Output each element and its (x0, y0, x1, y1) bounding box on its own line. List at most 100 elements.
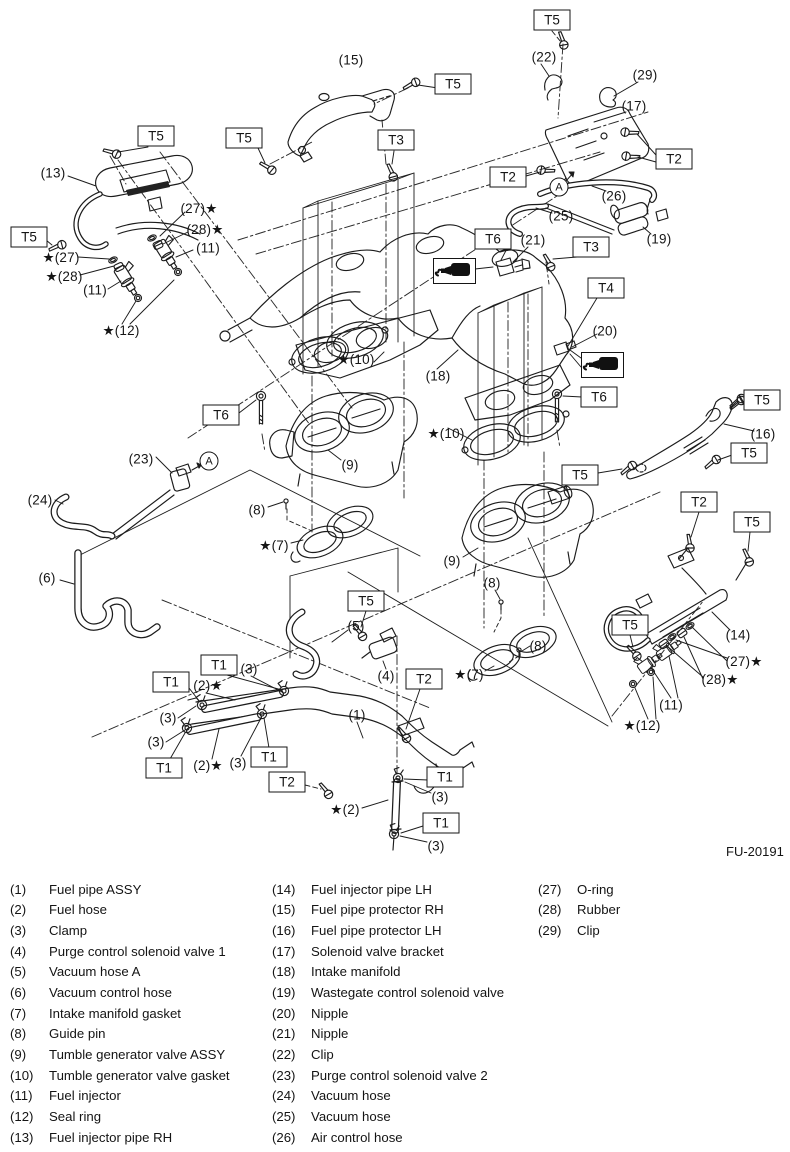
legend-item: (5)Vacuum hose A (10, 962, 230, 983)
legend-item: (8)Guide pin (10, 1023, 230, 1044)
part-callout: (6) (38, 570, 56, 586)
legend-item: (22)Clip (272, 1044, 504, 1065)
torque-spec-label: T1 (250, 746, 288, 768)
torque-spec-label: T3 (572, 236, 610, 258)
part-callout: ★(10) (337, 352, 375, 367)
legend-item: (20)Nipple (272, 1003, 504, 1024)
legend-item-label: Tumble generator valve gasket (49, 1067, 230, 1083)
legend-item-label: Clip (311, 1046, 334, 1062)
part-callout: ★(12) (623, 718, 661, 733)
legend-item-label: Fuel pipe ASSY (49, 881, 142, 897)
part-callout: (27)★ (725, 654, 763, 669)
legend-item-number: (5) (10, 964, 27, 980)
legend-item-label: Fuel injector pipe LH (311, 881, 432, 897)
legend-item: (17)Solenoid valve bracket (272, 941, 504, 962)
part-callout: (2)★ (193, 678, 223, 693)
legend-item: (16)Fuel pipe protector LH (272, 920, 504, 941)
legend-item-label: Tumble generator valve ASSY (49, 1046, 226, 1062)
torque-spec-label: T5 (434, 73, 472, 95)
part-callout: (25) (548, 208, 574, 224)
detail-marker-a: A (549, 177, 569, 197)
legend-item: (7) Intake manifold gasket (10, 1003, 230, 1024)
legend-item-label: Seal ring (49, 1108, 102, 1124)
legend-item-label: Clamp (49, 923, 88, 939)
torque-spec-label: T5 (137, 125, 175, 147)
part-callout: ★(10) (427, 426, 465, 441)
part-callout: (24) (27, 492, 53, 508)
grease-tube-icon (582, 357, 618, 371)
legend-item-number: (15) (272, 902, 296, 918)
legend-item-label: Fuel hose (49, 902, 107, 918)
legend-item-label: Nipple (311, 1026, 349, 1042)
torque-spec-label: T2 (489, 166, 527, 188)
part-callout: (3) (240, 661, 258, 677)
legend-item: (6)Vacuum control hose (10, 982, 230, 1003)
legend-item-number: (9) (10, 1046, 27, 1062)
part-callout: (3) (427, 838, 445, 854)
part-callout: (28)★ (701, 672, 739, 687)
legend-item-label: Vacuum hose (311, 1088, 391, 1104)
grease-application-icon (433, 258, 476, 284)
legend-item-label: Guide pin (49, 1026, 106, 1042)
torque-spec-label: T2 (405, 668, 443, 690)
part-callout: (9) (341, 457, 359, 473)
legend-item: (10) Tumble generator valve gasket (10, 1065, 230, 1086)
part-callout: ★(27) (42, 250, 80, 265)
legend-item: (11)Fuel injector (10, 1085, 230, 1106)
torque-spec-label: T5 (743, 389, 781, 411)
part-callout: (13) (40, 165, 66, 181)
legend-item-label: Vacuum hose (311, 1108, 391, 1124)
legend-item-number: (27) (538, 881, 562, 897)
legend-item-label: Rubber (577, 902, 621, 918)
part-callout: (19) (646, 231, 672, 247)
torque-spec-label: T1 (422, 812, 460, 834)
legend-item-number: (14) (272, 881, 296, 897)
legend-item: (9) Tumble generator valve ASSY (10, 1044, 230, 1065)
part-callout: (11) (83, 282, 107, 298)
legend-item: (29)Clip (538, 920, 620, 941)
torque-spec-label: T6 (202, 404, 240, 426)
legend-item-number: (2) (10, 902, 27, 918)
legend-item-number: (25) (272, 1108, 296, 1124)
legend-item-number: (23) (272, 1067, 296, 1083)
torque-spec-label: T1 (145, 757, 183, 779)
part-callout: (29) (632, 67, 658, 83)
legend-item-label: Fuel pipe protector RH (311, 902, 444, 918)
part-callout: (8) (248, 502, 266, 518)
part-callout: (8) (483, 575, 501, 591)
part-callout: (18) (425, 368, 451, 384)
part-callout: (4) (377, 668, 395, 684)
legend-item-number: (16) (272, 923, 296, 939)
legend-column: (14) Fuel injector pipe LH (15) Fuel pipe p… (272, 879, 504, 1147)
legend-item: (3)Clamp (10, 920, 230, 941)
part-callout: (3) (431, 789, 449, 805)
legend-item-label: O-ring (577, 881, 614, 897)
part-callout: ★(7) (454, 667, 484, 682)
legend-item-number: (24) (272, 1088, 296, 1104)
legend-item-number: (1) (10, 881, 27, 897)
legend-item: (21) Nipple (272, 1023, 504, 1044)
torque-spec-label: T2 (680, 491, 718, 513)
legend-item: (12)Seal ring (10, 1106, 230, 1127)
part-callout: (14) (725, 627, 751, 643)
part-callout: (5) (347, 618, 365, 634)
legend-item-label: Air control hose (311, 1129, 403, 1145)
part-callout: ★(7) (259, 538, 289, 553)
torque-spec-label: T6 (474, 228, 512, 250)
figure-id: FU-20191 (726, 844, 784, 859)
torque-spec-label: T5 (347, 590, 385, 612)
legend-item-number: (7) (10, 1005, 27, 1021)
part-callout: ★(12) (102, 323, 140, 338)
legend-item-label: Intake manifold gasket (49, 1005, 181, 1021)
legend-item-label: Purge control solenoid valve 2 (311, 1067, 488, 1083)
diagram-artwork (45, 30, 756, 851)
torque-spec-label: T6 (580, 386, 618, 408)
legend-item-number: (10) (10, 1067, 34, 1083)
part-callout: (27)★ (180, 201, 218, 216)
part-callout: (20) (592, 323, 618, 339)
torque-spec-label: T5 (730, 442, 768, 464)
part-callout: (21) (520, 232, 546, 248)
part-callout: (9) (443, 553, 461, 569)
legend-item-number: (13) (10, 1129, 34, 1145)
legend-item-number: (21) (272, 1026, 296, 1042)
